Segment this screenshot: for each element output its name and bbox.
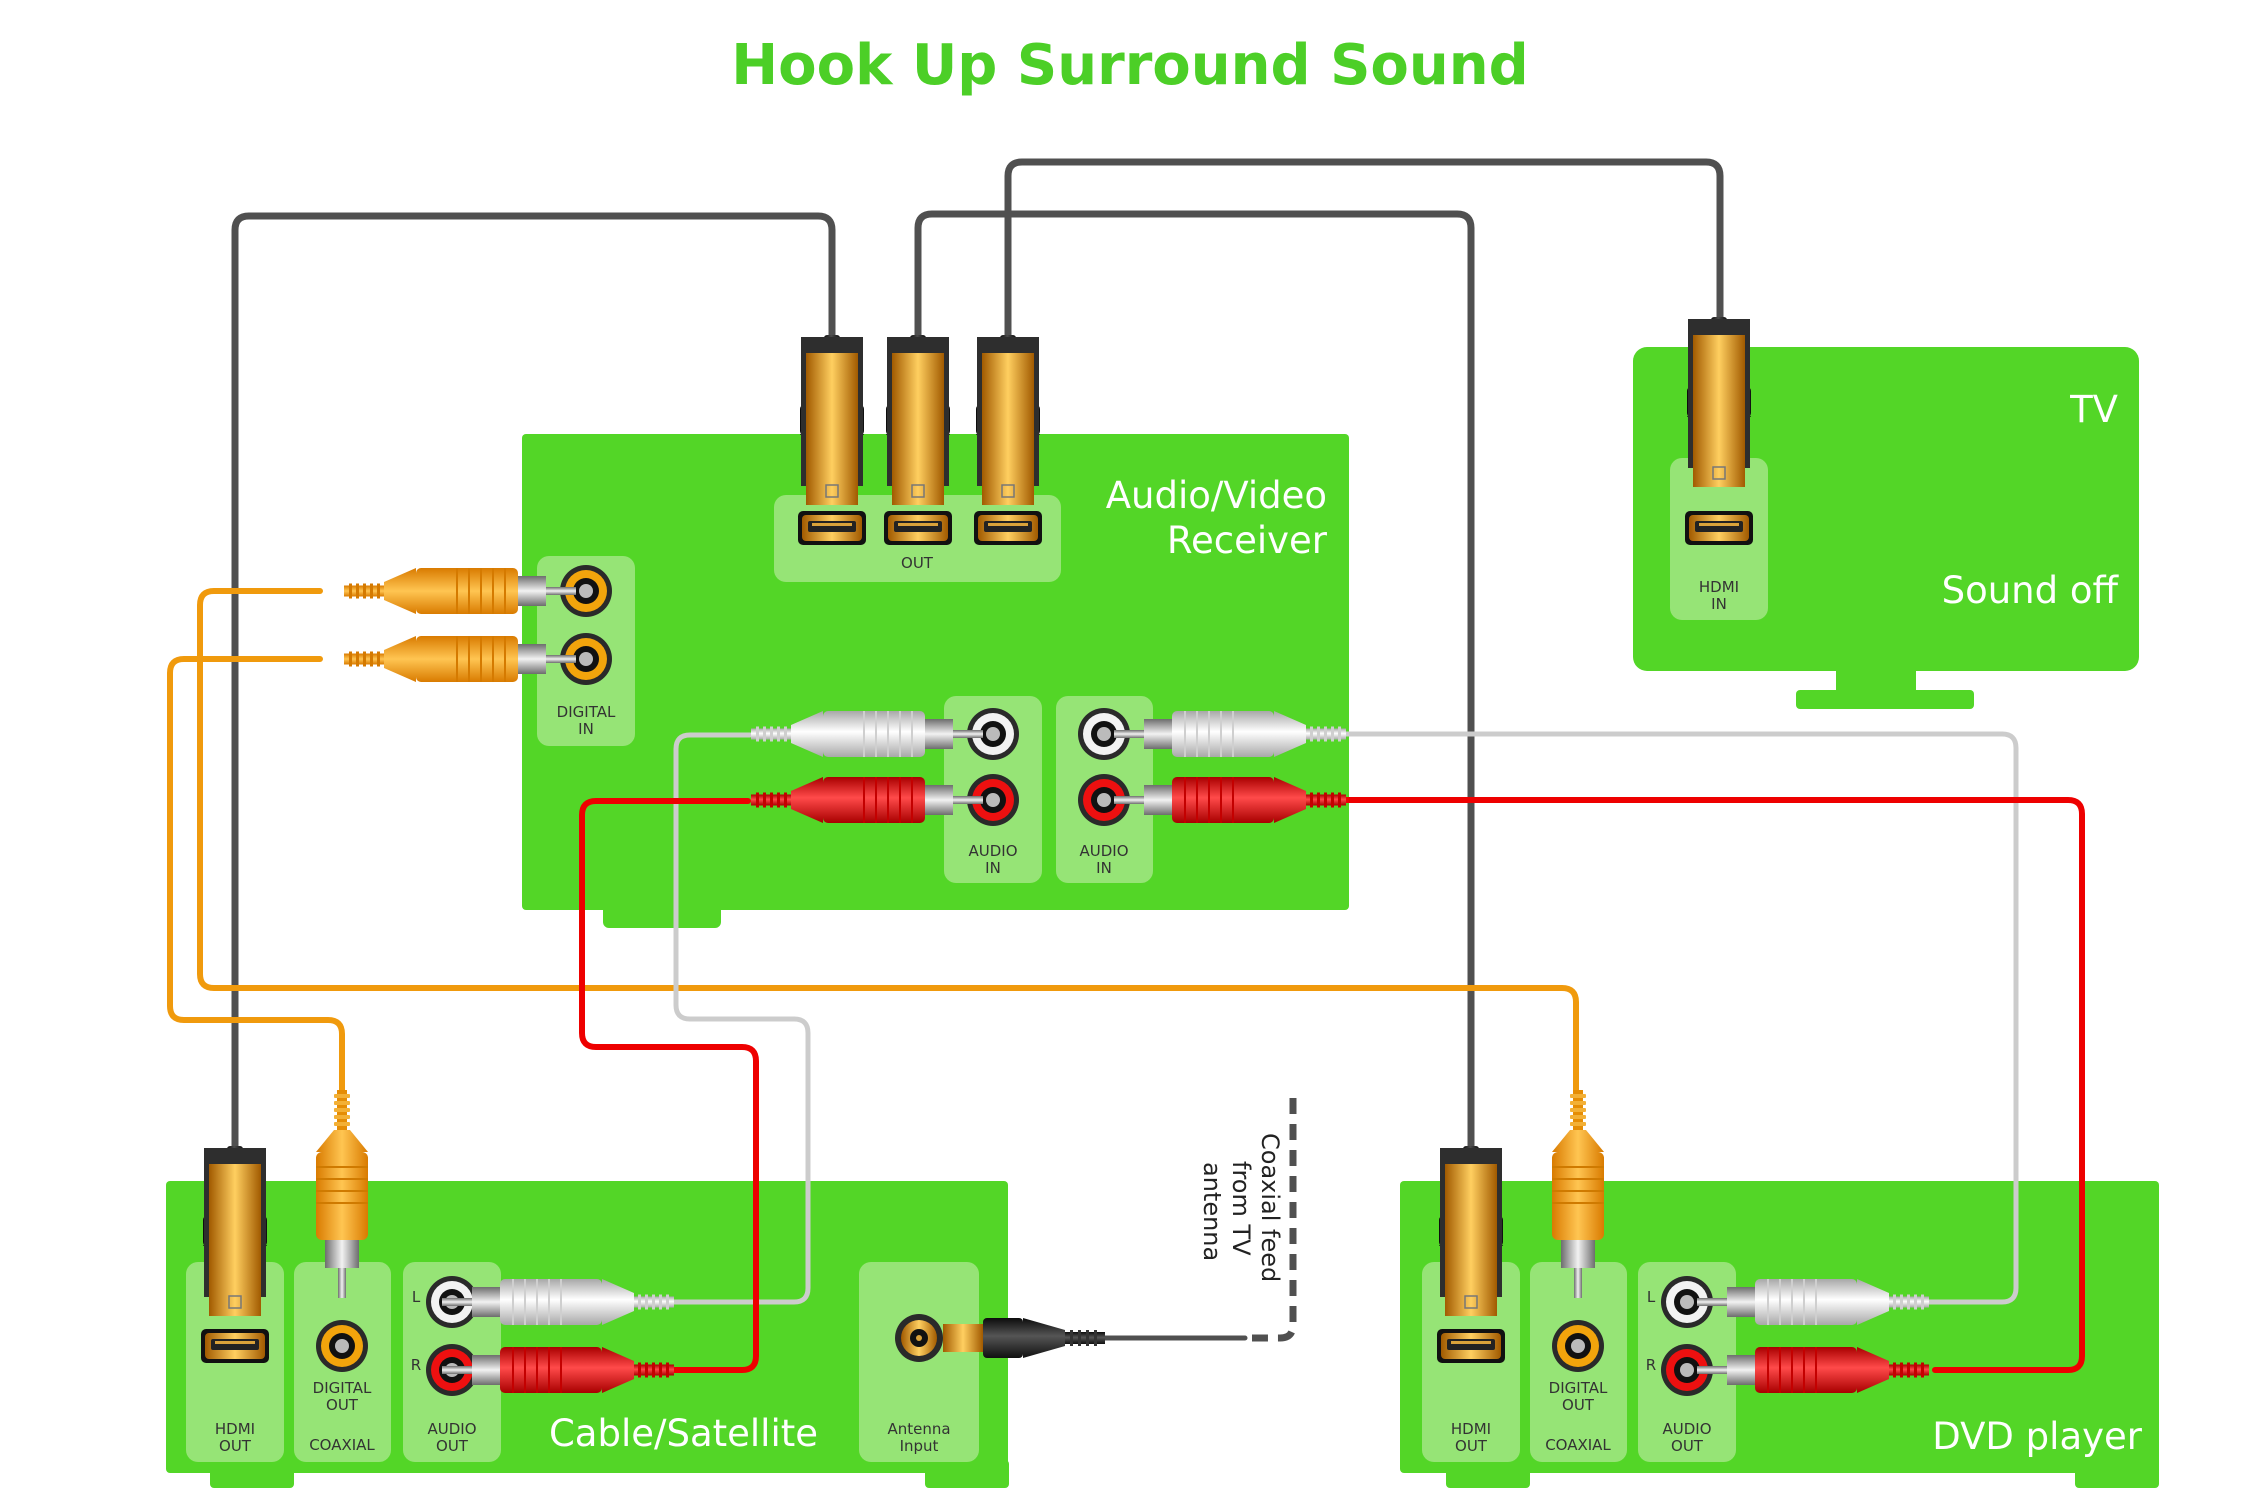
cable-audio-r-label: R	[411, 1356, 421, 1374]
receiver-digital-in-jack-1	[560, 565, 612, 617]
hdmi-plug-cable-box	[203, 1146, 267, 1316]
cable-audio-out-line2: OUT	[436, 1437, 469, 1455]
rca-red-plug-cable-box	[442, 1347, 674, 1393]
dvd-digital-out-line3: COAXIAL	[1545, 1436, 1611, 1454]
tv-base	[1796, 690, 1974, 709]
dvd-digital-out-line1: DIGITAL	[1549, 1379, 1608, 1397]
coax-plug-dvd	[1552, 1090, 1604, 1298]
tv-name: TV	[2069, 388, 2118, 431]
cable-digital-out-line1: DIGITAL	[313, 1379, 372, 1397]
coax-cable-receiver-to-dvd	[197, 588, 1579, 1113]
rca-white-plug-dvd	[1697, 1279, 1929, 1325]
coax-plug-receiver-2	[344, 636, 576, 682]
receiver-audio-in-red-jack-left	[967, 774, 1019, 826]
hdmi-plug-tv	[1687, 317, 1751, 487]
hdmi-plug-receiver-1	[800, 335, 864, 505]
dvd-audio-out-red-jack	[1661, 1344, 1713, 1396]
receiver-hdmi-port-2	[884, 511, 952, 545]
white-audio-cable-cable-box	[657, 732, 811, 1305]
dvd-audio-r-label: R	[1646, 1356, 1656, 1374]
cable-hdmi-out-line1: HDMI	[215, 1420, 255, 1438]
hdmi-plug-receiver-3	[976, 335, 1040, 505]
cable-hdmi-out-line2: OUT	[219, 1437, 252, 1455]
cable-digital-out-line3: COAXIAL	[309, 1436, 375, 1454]
connectors	[201, 317, 1929, 1396]
receiver-name-line2: Receiver	[1167, 519, 1328, 562]
receiver-audio-in-red-jack-right	[1078, 774, 1130, 826]
tv-neck	[1836, 668, 1916, 692]
cable-digital-out-line2: OUT	[326, 1396, 359, 1414]
receiver-audio-in-left-line2: IN	[985, 859, 1001, 877]
cable-hdmi-out-port	[201, 1329, 269, 1363]
tv-hdmi-in-line2: IN	[1711, 595, 1727, 613]
dvd-hdmi-out-line1: HDMI	[1451, 1420, 1491, 1438]
cable-audio-out-line1: AUDIO	[427, 1420, 476, 1438]
tv-hdmi-in-port	[1685, 511, 1753, 545]
receiver-name-line1: Audio/Video	[1106, 474, 1327, 517]
coax-plug-receiver-1	[344, 568, 576, 614]
dvd-player-name: DVD player	[1932, 1415, 2143, 1458]
cable-antenna-line1: Antenna	[887, 1420, 950, 1438]
coax-cable-receiver-to-cable-box	[167, 656, 345, 1113]
receiver-hdmi-port-3	[974, 511, 1042, 545]
hdmi-cable-receiver-to-tv	[1004, 158, 1724, 344]
dvd-hdmi-out-line2: OUT	[1455, 1437, 1488, 1455]
red-audio-cable-cable-box	[579, 798, 759, 1373]
cable-satellite-name: Cable/Satellite	[549, 1412, 818, 1455]
tv-status: Sound off	[1942, 569, 2120, 612]
cable-audio-l-label: L	[412, 1288, 421, 1306]
tv-device: TV Sound off HDMI IN	[1633, 347, 2139, 709]
red-audio-cable-dvd	[1337, 797, 2085, 1373]
coax-plug-cable-box	[316, 1090, 368, 1298]
cable-satellite-device: Cable/Satellite HDMI OUT DIGITAL OUT COA…	[166, 1181, 1009, 1488]
antenna-note-line3: antenna	[1198, 1162, 1226, 1261]
dvd-audio-l-label: L	[1647, 1288, 1656, 1306]
antenna-coax-plug	[943, 1318, 1105, 1358]
rca-white-plug-receiver-right	[1114, 711, 1346, 757]
receiver-hdmi-port-1	[798, 511, 866, 545]
receiver-digital-in-label-line2: IN	[578, 720, 594, 738]
receiver-digital-in-jack-2	[560, 633, 612, 685]
receiver-audio-in-left-line1: AUDIO	[968, 842, 1017, 860]
rca-red-plug-dvd	[1697, 1347, 1929, 1393]
cable-antenna-input-jack	[895, 1314, 943, 1362]
dvd-audio-out-line2: OUT	[1671, 1437, 1704, 1455]
receiver-audio-in-right-line1: AUDIO	[1079, 842, 1128, 860]
rca-white-plug-cable-box	[442, 1279, 674, 1325]
dvd-digital-out-jack	[1552, 1320, 1604, 1372]
white-audio-cable-dvd	[1337, 731, 2019, 1305]
antenna-note-line2: from TV	[1227, 1161, 1255, 1256]
hdmi-cable-cable-box-to-receiver	[231, 212, 836, 1154]
dvd-player-device: DVD player HDMI OUT DIGITAL OUT COAXIAL …	[1400, 1181, 2159, 1488]
rca-red-plug-receiver-right	[1114, 777, 1346, 823]
receiver-hdmi-out-label: OUT	[901, 554, 934, 572]
hdmi-plug-receiver-2	[886, 335, 950, 505]
hdmi-cable-dvd-to-receiver	[914, 210, 1475, 1154]
antenna-feed-dashed-line	[1252, 1098, 1297, 1342]
receiver-audio-in-white-jack-right	[1078, 708, 1130, 760]
receiver-audio-in-white-jack-left	[967, 708, 1019, 760]
dvd-digital-out-line2: OUT	[1562, 1396, 1595, 1414]
cable-antenna-line2: Input	[900, 1437, 939, 1455]
dvd-audio-out-white-jack	[1661, 1276, 1713, 1328]
cable-digital-out-jack	[316, 1320, 368, 1372]
dvd-hdmi-out-port	[1437, 1329, 1505, 1363]
tv-hdmi-in-line1: HDMI	[1699, 578, 1739, 596]
antenna-note-line1: Coaxial feed	[1256, 1133, 1284, 1282]
rca-white-plug-receiver-left	[751, 711, 983, 757]
receiver-device: Audio/Video Receiver OUT DIGITAL IN AUDI…	[522, 434, 1349, 928]
cable-runs	[167, 158, 2085, 1373]
rca-red-plug-receiver-left	[751, 777, 983, 823]
receiver-audio-in-right-line2: IN	[1096, 859, 1112, 877]
receiver-digital-in-label-line1: DIGITAL	[557, 703, 616, 721]
diagram-title: Hook Up Surround Sound	[731, 33, 1528, 98]
hdmi-plug-dvd	[1439, 1146, 1503, 1316]
dvd-audio-out-line1: AUDIO	[1662, 1420, 1711, 1438]
